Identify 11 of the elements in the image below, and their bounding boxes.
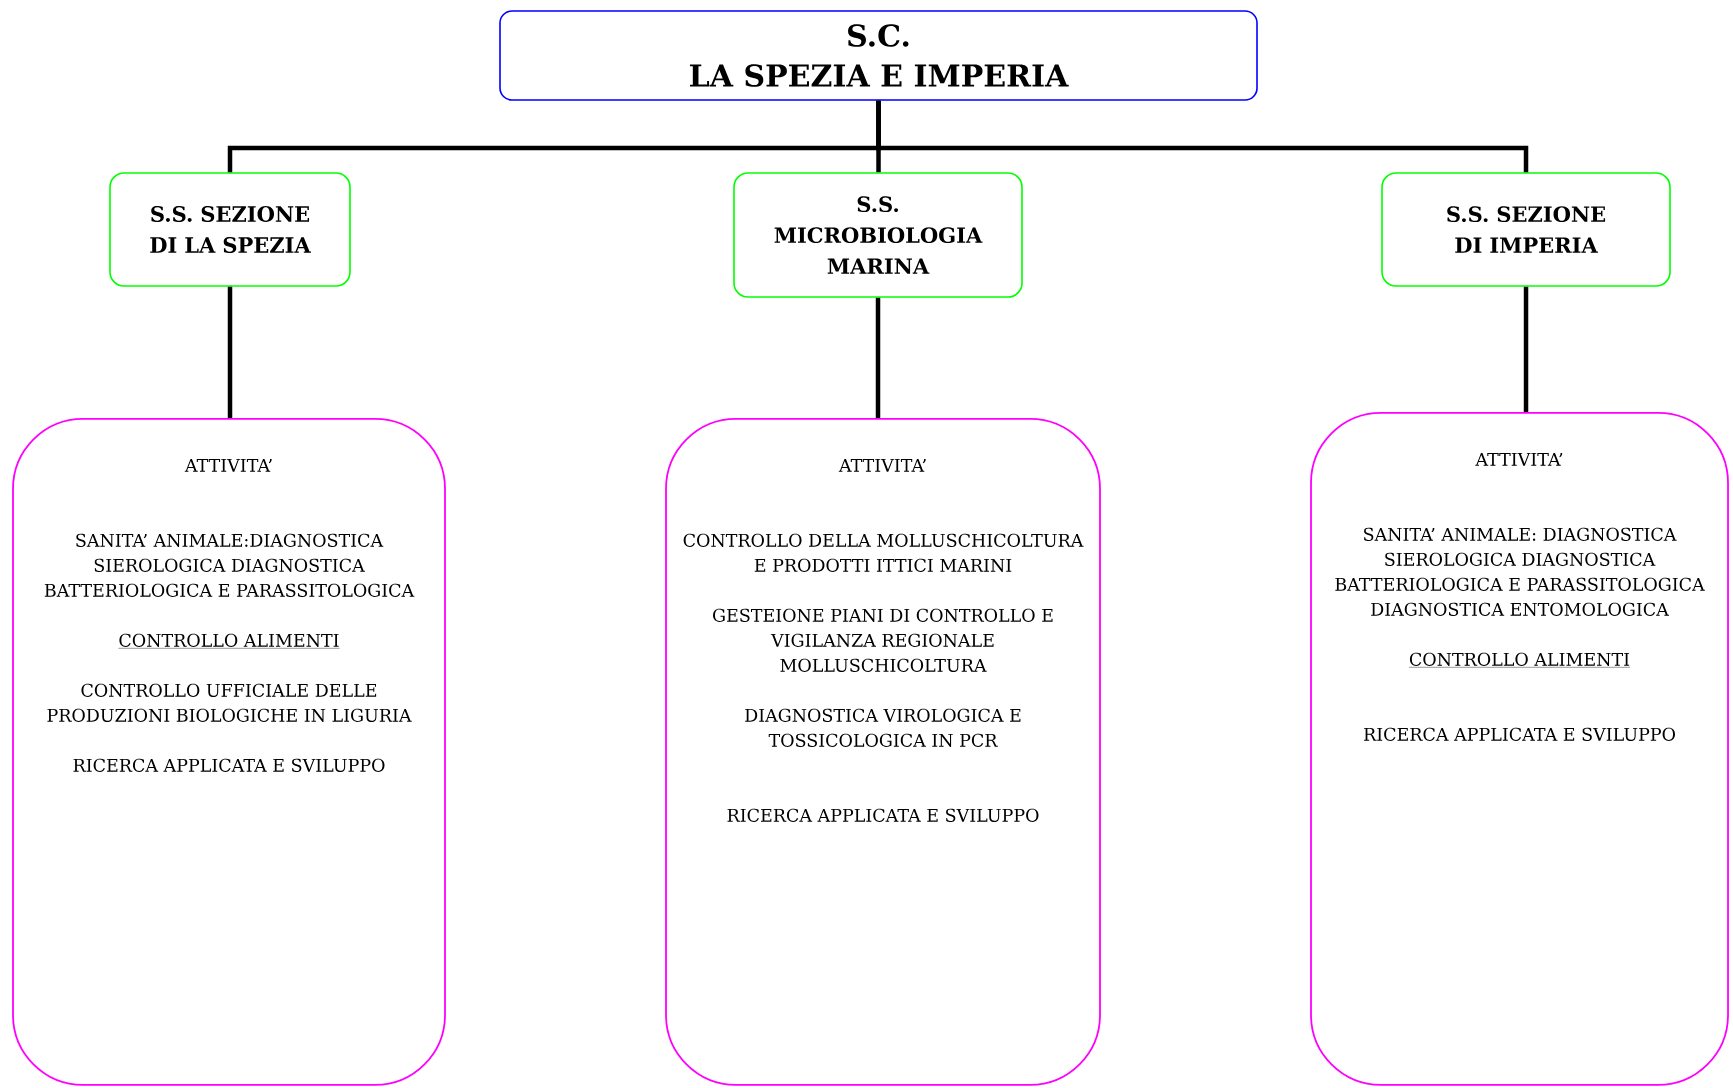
connector-line [875,297,881,418]
connector-line [876,100,1529,173]
connector-line [227,286,233,418]
activity-box: ATTIVITA’ SANITA’ ANIMALE: DIAGNOSTICA SIEROLOGICA DIAGNOSTICA BATTERIOLOGICA E PARASSITOLOGICA DIAGNOSTICA ENTOMOLOGICA CONTROLLO ALIMENTI RICERCA APPLICATA E SVILUPPO [1310,412,1729,1086]
unit-box: S.S. MICROBIOLOGIA MARINA [733,172,1023,298]
activity-box: ATTIVITA’ SANITA’ ANIMALE:DIAGNOSTICA SIEROLOGICA DIAGNOSTICA BATTERIOLOGICA E PARASSITOLOGICA CONTROLLO ALIMENTI CONTROLLO UFFICIALE DELLE PRODUZIONI BIOLOGICHE IN LIGURIA RICERCA APPLICATA E SVILUPPO [12,418,446,1086]
activity-box: ATTIVITA’ CONTROLLO DELLA MOLLUSCHICOLTURA E PRODOTTI ITTICI MARINI GESTEIONE PIANI DI CONTROLLO E VIGILANZA REGIONALE MOLLUSCHICOLTURA DIAGNOSTICA VIROLOGICA E TOSSICOLOGICA IN PCR RICERCA APPLICATA E SVILUPPO [665,418,1101,1086]
department-box: S.C. LA SPEZIA E IMPERIA [499,10,1258,101]
connector-line [1523,286,1529,412]
unit-box: S.S. SEZIONE DI LA SPEZIA [109,172,351,287]
unit-box: S.S. SEZIONE DI IMPERIA [1381,172,1671,287]
